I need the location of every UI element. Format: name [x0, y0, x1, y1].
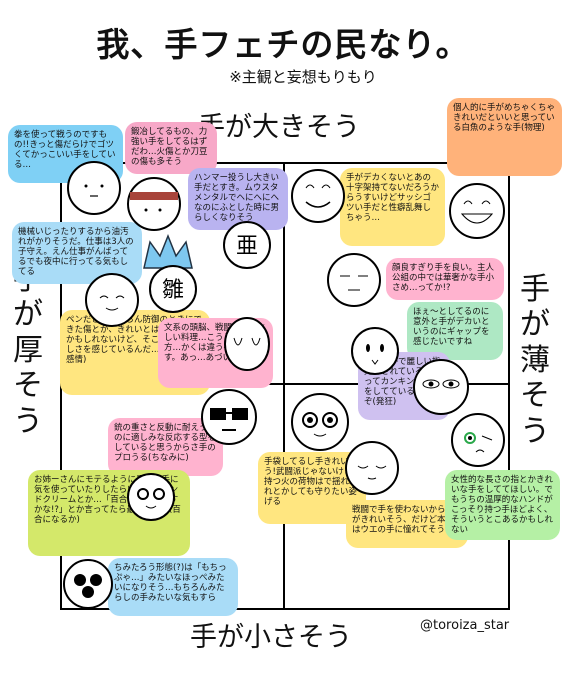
- face-sharp-eyes: [413, 359, 469, 415]
- note-bubble: 機械いじったりするから油汚れがかりそうだ。仕事は3人の子守え。えん仕事がんばって…: [12, 222, 142, 284]
- face-grin: [449, 183, 505, 239]
- face-blob: [63, 559, 113, 609]
- face-sunglasses: [201, 389, 257, 445]
- face-headband: [127, 177, 181, 231]
- axis-label-right: 手が薄そう: [520, 272, 550, 449]
- note-bubble: 個人的に手がめちゃくちゃきれいだといいと思っている白魚のような手(物理): [447, 98, 562, 176]
- crown-icon: [143, 233, 193, 269]
- note-bubble: 文系の頭脳、戦闘、料理としい料理…こうして生き方…かくは違う手をしてます。あっ……: [158, 318, 273, 388]
- note-bubble: ハンマー投うし大きい手だとすき。ムウスタメンタルでヘにへにへなのにふとした時に男…: [188, 168, 288, 230]
- face-glyph-text: 亜: [236, 234, 258, 259]
- note-bubble: 鍛冶してるもの、力強い手をしてるはずだわ…火傷とか刀豆の傷も多そう: [125, 122, 217, 174]
- axis-label-left: 手が厚そう: [13, 262, 43, 439]
- face-mustache: [291, 169, 345, 223]
- face-upper-left-1: [67, 161, 121, 215]
- horizontal-axis-line: [60, 383, 510, 385]
- face-smile-left: [85, 273, 139, 327]
- face-glyph-1: 亜: [223, 221, 271, 269]
- face-green-eye: [451, 413, 505, 467]
- page-title: 我、手フェチの民なり。: [96, 25, 470, 64]
- note-bubble: ちみたろう形態(?)は「もちっぷゃ…」みたいなほっぺみたいになりそう…もちろんみ…: [108, 558, 238, 616]
- face-lashes: [224, 317, 270, 371]
- face-small-eyes: [351, 327, 399, 375]
- face-sleepy: [345, 441, 399, 495]
- face-glyph-2: 雛: [149, 265, 197, 313]
- note-bubble: 顔良すぎり手を良い。主人公組の中では華奢かな手小さめ…ってか!?: [386, 258, 504, 300]
- author-credit: @toroiza_star: [420, 618, 510, 633]
- face-spiral-eyes: [291, 393, 349, 451]
- face-glyph-text: 雛: [162, 278, 184, 303]
- vertical-axis-line: [283, 162, 285, 610]
- note-bubble: 手がデカくないとあの十字架持てないだろうからうすいけどサッシゴツい手だと性癖乱舞…: [340, 168, 445, 246]
- axis-label-top: 手が大きそう: [198, 112, 360, 143]
- face-neutral-right: [327, 253, 381, 307]
- note-bubble: 女性的な長さの指とかきれいな手をしててほしい。でもうちの温厚的なハンドがこっそり…: [445, 470, 560, 540]
- face-spiral-small: [127, 473, 175, 521]
- page-subtitle: ※主観と妄想もりもり: [229, 68, 377, 86]
- axis-label-bottom: 手が小さそう: [190, 622, 352, 653]
- note-bubble: ほぇ〜としてるのに意外と手がデカいというのにギャップを感じたいですね: [407, 302, 503, 360]
